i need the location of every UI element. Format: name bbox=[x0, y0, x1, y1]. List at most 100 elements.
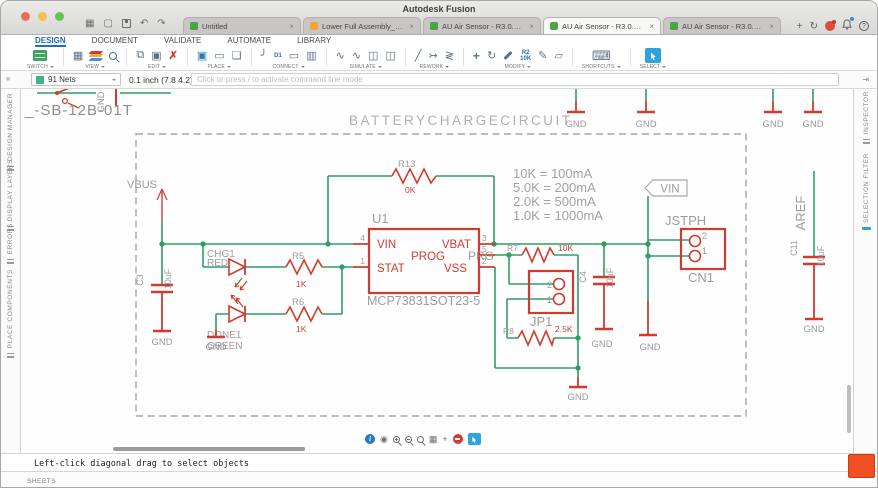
tab-au-air-sensor-v8[interactable]: AU Air Sensor - R3.0.1 v8 × bbox=[423, 17, 541, 34]
close-icon[interactable]: × bbox=[529, 21, 534, 31]
notifications-bell-icon[interactable] bbox=[842, 17, 854, 33]
component-c4[interactable]: C4 10uF bbox=[578, 267, 615, 331]
panel-display-layers[interactable]: DISPLAY LAYERS bbox=[1, 159, 20, 232]
tab-au-air-sensor-v6[interactable]: AU Air Sensor - R3.0.1 v6 × bbox=[543, 17, 661, 34]
menu-design[interactable]: DESIGN bbox=[35, 36, 66, 47]
component-chg1-led[interactable] bbox=[228, 257, 248, 291]
component-r7[interactable]: R7 10K bbox=[507, 243, 573, 265]
oscilloscope2-icon[interactable]: ◫ bbox=[385, 50, 396, 62]
vbus-supply-symbol[interactable]: VBUS bbox=[127, 179, 168, 221]
tab-jump-icon[interactable]: ⇥ bbox=[862, 75, 869, 84]
menu-validate[interactable]: VALIDATE bbox=[163, 36, 202, 45]
component-r6[interactable]: R6 1K bbox=[285, 297, 323, 334]
zoom-icon[interactable] bbox=[109, 51, 118, 60]
route-arrow-icon[interactable]: ↣ bbox=[428, 50, 438, 62]
alert-badge[interactable] bbox=[848, 454, 875, 478]
panel-inspector[interactable]: INSPECTOR bbox=[854, 91, 877, 145]
copy-icon[interactable]: ⧉ bbox=[136, 49, 145, 61]
component-c3[interactable]: C3 10uF bbox=[135, 268, 173, 333]
off-sheet-ref[interactable]: _-SB-12B-01T bbox=[24, 102, 133, 119]
grid-icon[interactable]: ▦ bbox=[72, 50, 84, 62]
redo-icon[interactable]: ↷ bbox=[157, 18, 166, 29]
waveform-icon[interactable]: ∿ bbox=[335, 50, 345, 62]
minimize-window-button[interactable] bbox=[38, 12, 47, 21]
close-icon[interactable]: × bbox=[289, 21, 294, 31]
menu-library[interactable]: LIBRARY bbox=[297, 36, 332, 45]
component-r8[interactable]: R8 2.5K bbox=[503, 324, 573, 348]
rotate-icon[interactable]: ↻ bbox=[486, 50, 497, 62]
close-icon[interactable]: × bbox=[649, 21, 654, 31]
close-icon[interactable]: × bbox=[409, 21, 414, 31]
paste-icon[interactable]: ▣ bbox=[151, 50, 162, 62]
component-jp1[interactable]: 2 1 JP1 bbox=[527, 269, 575, 329]
undo-icon[interactable]: ↶ bbox=[139, 18, 149, 29]
component-u1[interactable]: U1 MCP73831SOT23-5 VIN VBAT PROG STAT VS… bbox=[353, 211, 495, 308]
panel-design-manager[interactable]: DESIGN MANAGER bbox=[1, 93, 20, 171]
tab-au-air-sensor-v2[interactable]: AU Air Sensor - R3.0.1 v2 × bbox=[663, 17, 781, 34]
oscilloscope-icon[interactable]: ◫ bbox=[368, 50, 379, 62]
delete-icon[interactable]: ✗ bbox=[168, 50, 178, 62]
menu-automate[interactable]: AUTOMATE bbox=[227, 36, 272, 45]
component-r5[interactable]: R5 1K bbox=[285, 251, 323, 289]
layers-icon[interactable] bbox=[89, 50, 104, 61]
sync-icon[interactable]: ↻ bbox=[809, 20, 818, 32]
move-icon[interactable]: + bbox=[472, 48, 480, 63]
net-label-prg[interactable]: PRG bbox=[468, 249, 494, 263]
collapse-panel-icon[interactable]: « bbox=[6, 74, 11, 83]
net-flag-vin[interactable]: VIN bbox=[644, 179, 688, 197]
select-tool-icon[interactable] bbox=[645, 48, 662, 63]
ic-symbol-icon[interactable]: ▥ bbox=[306, 50, 317, 62]
net-label-aref[interactable]: AREF bbox=[793, 196, 808, 231]
close-icon[interactable]: × bbox=[769, 21, 774, 31]
panel-place-components[interactable]: PLACE COMPONENTS bbox=[1, 269, 20, 359]
probe-icon[interactable]: ∿ bbox=[351, 50, 362, 62]
group-icon[interactable]: ▱ bbox=[554, 50, 563, 62]
horizontal-scrollbar[interactable] bbox=[113, 447, 305, 451]
crossed-wires-icon[interactable]: ≷ bbox=[444, 50, 454, 62]
tab-untitled[interactable]: Untitled × bbox=[183, 17, 301, 34]
component-done1-led[interactable] bbox=[228, 294, 247, 324]
zoom-out-icon[interactable] bbox=[404, 435, 412, 443]
nets-selector[interactable]: 91 Nets bbox=[31, 73, 121, 86]
component-r13[interactable]: R13 0K bbox=[391, 159, 437, 195]
tab-lower-full-assembly[interactable]: Lower Full Assembly_WCG-v11* × bbox=[303, 17, 421, 34]
crosshair-icon[interactable]: + bbox=[442, 434, 448, 444]
paint-icon[interactable]: ✎ bbox=[538, 50, 548, 62]
library-icon[interactable]: ❏ bbox=[231, 50, 242, 62]
line-icon[interactable]: ╱ bbox=[414, 50, 422, 62]
panel-errors[interactable]: ERRORS bbox=[1, 223, 20, 265]
grid-toggle-icon[interactable]: ▦ bbox=[428, 434, 438, 444]
image-frame-icon[interactable]: ▭ bbox=[214, 50, 225, 62]
component-cn1[interactable]: JSTPH 2 1 CN1 bbox=[665, 213, 727, 285]
net-wires[interactable] bbox=[37, 89, 815, 377]
eye-icon[interactable]: ◉ bbox=[380, 434, 388, 444]
keyboard-icon[interactable]: ⌨ bbox=[591, 47, 611, 63]
help-icon[interactable]: ? bbox=[859, 21, 869, 31]
close-window-button[interactable] bbox=[21, 12, 30, 21]
info-icon[interactable]: i bbox=[365, 434, 375, 444]
gnd-symbols-top[interactable] bbox=[567, 101, 822, 114]
new-tab-icon[interactable]: + bbox=[796, 20, 803, 32]
wrench-icon[interactable] bbox=[503, 50, 513, 61]
zoom-fit-icon[interactable] bbox=[416, 435, 424, 443]
app-grid-icon[interactable]: ▦ bbox=[85, 18, 95, 29]
zoom-in-icon[interactable] bbox=[392, 435, 400, 443]
net-label-icon[interactable]: ▭ bbox=[288, 50, 300, 62]
new-file-icon[interactable]: ▢ bbox=[103, 18, 113, 29]
net-wire-icon[interactable]: ╯ bbox=[260, 50, 268, 62]
switch-document-icon[interactable] bbox=[33, 50, 48, 61]
circuit-title[interactable]: BATTERYCHARGECIRCUIT bbox=[349, 113, 573, 128]
panel-selection-filter[interactable]: SELECTION FILTER bbox=[854, 153, 877, 231]
vertical-scrollbar[interactable] bbox=[847, 385, 851, 433]
name-label-icon[interactable]: D1 bbox=[274, 52, 282, 59]
sheets-panel-tab[interactable]: SHEETS bbox=[27, 478, 57, 485]
save-icon[interactable] bbox=[121, 19, 131, 28]
avatar[interactable] bbox=[825, 20, 836, 31]
add-part-icon[interactable]: ▣ bbox=[196, 50, 208, 62]
remove-view-icon[interactable] bbox=[452, 434, 463, 444]
maximize-window-button[interactable] bbox=[55, 12, 64, 21]
battery-circuit-frame[interactable] bbox=[135, 133, 747, 417]
schematic-canvas[interactable]: BATTERYCHARGECIRCUIT bbox=[21, 83, 853, 453]
select-cursor-button[interactable] bbox=[467, 433, 481, 445]
